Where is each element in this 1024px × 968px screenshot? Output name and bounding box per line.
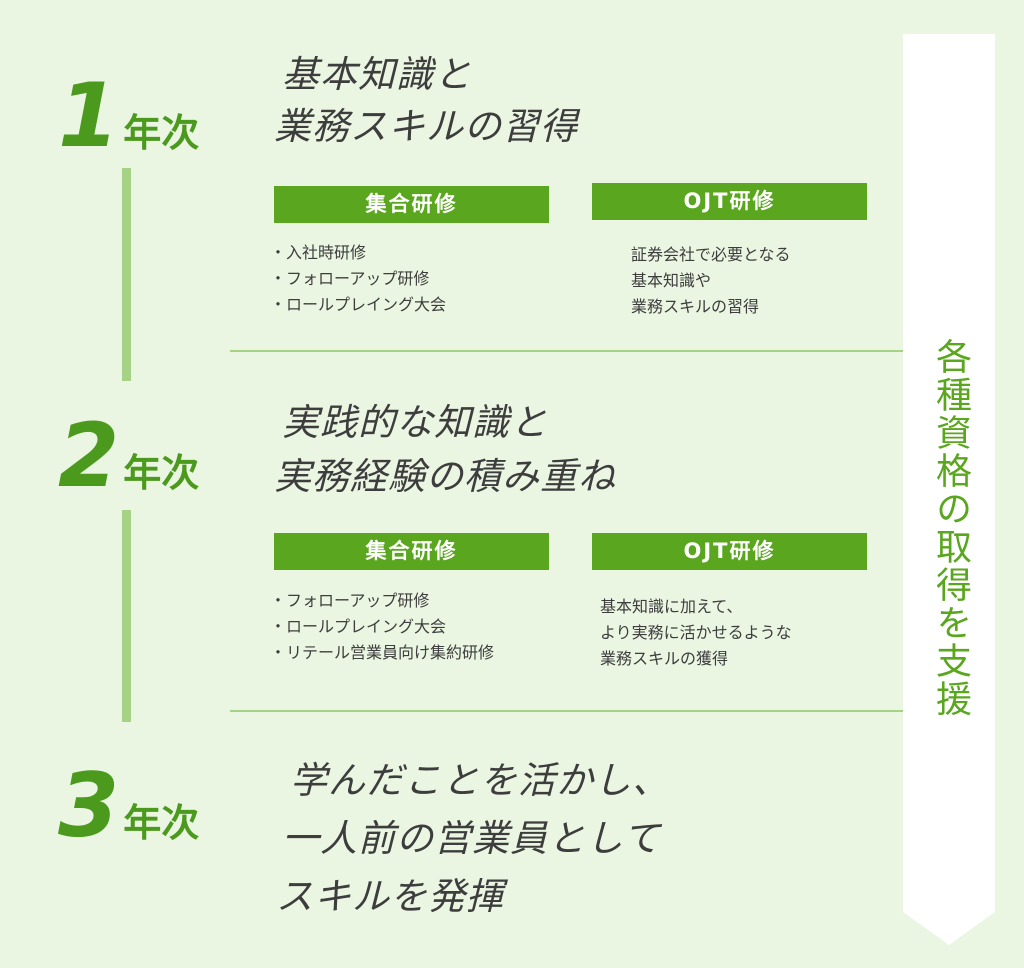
ojt-training-tag: OJT研修 [592,533,867,570]
description-line: 業務スキルの習得 [631,297,760,316]
group-training-tag: 集合研修 [274,186,549,223]
section-3-headline-1: 学んだことを活かし、 [290,759,670,802]
arrow-label: 各種資格の取得を支援 [930,338,971,718]
year-suffix: 年次 [123,111,200,155]
section-divider [230,350,903,352]
description-line: 証券会社で必要となる [631,245,791,264]
list-item: フォローアップ研修 [270,266,446,292]
section-3-headline-3: スキルを発揮 [276,875,504,918]
ojt-description: 証券会社で必要となる 基本知識や 業務スキルの習得 [631,242,791,320]
group-training-tag: 集合研修 [274,533,549,570]
year-number: 1 [58,64,120,167]
description-line: 基本知識や [631,271,712,290]
section-1-headline-2: 業務スキルの習得 [274,105,578,148]
section-3-headline-2: 一人前の営業員として [282,817,661,860]
list-item: ロールプレイング大会 [270,614,494,640]
connector-bar [122,168,131,381]
connector-bar [122,510,131,722]
year-suffix: 年次 [123,801,200,845]
year-suffix: 年次 [123,451,200,495]
description-line: 基本知識に加えて、 [600,597,743,616]
list-item: ロールプレイング大会 [270,292,446,318]
description-line: 業務スキルの獲得 [600,649,729,668]
support-arrow [903,34,995,945]
group-training-list: フォローアップ研修 ロールプレイング大会 リテール営業員向け集約研修 [270,588,494,666]
ojt-training-tag: OJT研修 [592,183,867,220]
year-number: 2 [58,404,120,507]
ojt-description: 基本知識に加えて、 より実務に活かせるような 業務スキルの獲得 [600,594,792,672]
list-item: 入社時研修 [270,240,446,266]
section-1-headline-1: 基本知識と [282,53,472,96]
list-item: フォローアップ研修 [270,588,494,614]
section-2-headline-2: 実務経験の積み重ね [274,455,616,498]
year-number: 3 [58,754,120,857]
group-training-list: 入社時研修 フォローアップ研修 ロールプレイング大会 [270,240,446,318]
section-2-headline-1: 実践的な知識と [282,401,548,444]
description-line: より実務に活かせるような [600,623,792,642]
section-divider [230,710,903,712]
list-item: リテール営業員向け集約研修 [270,640,494,666]
